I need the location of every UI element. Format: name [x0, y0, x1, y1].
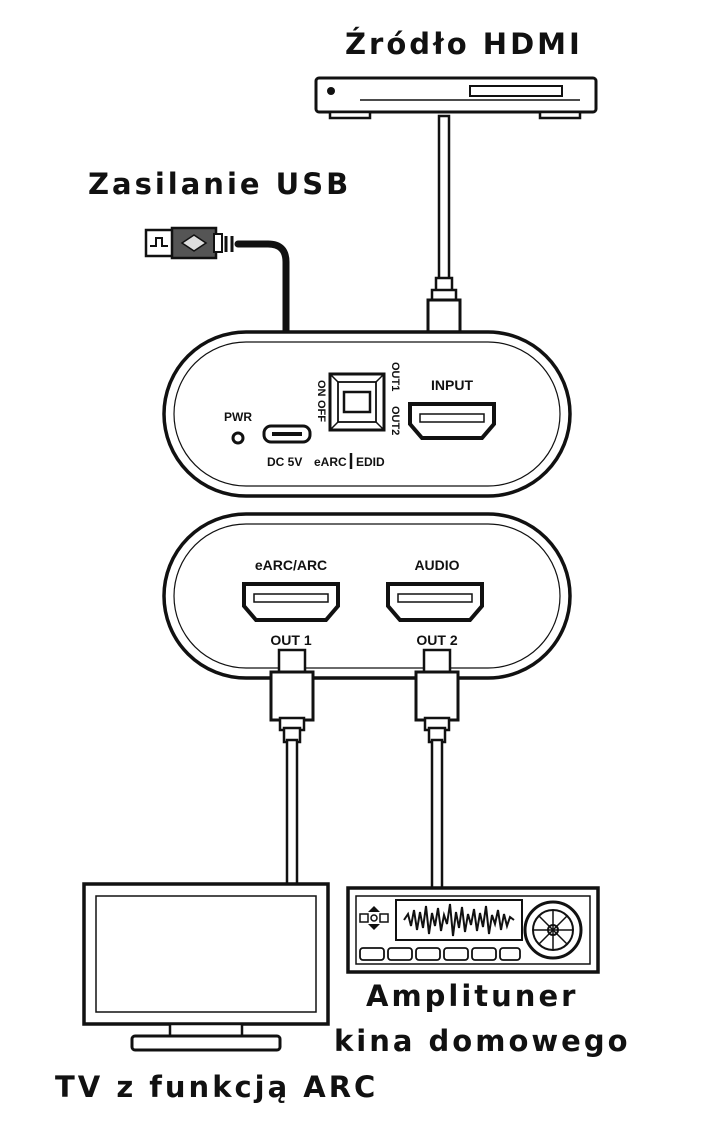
splitter-top-unit: PWR ON OFF OUT1 OUT2 INPUT DC 5V eARC ED… — [162, 330, 572, 498]
splitter-bottom-unit: eARC/ARC AUDIO OUT 1 OUT 2 — [162, 512, 572, 680]
audio-label: AUDIO — [414, 557, 459, 573]
tv-caption: TV z funkcją ARC — [55, 1070, 379, 1104]
amplifier-button-row — [359, 947, 521, 961]
earc-edid-switch — [328, 372, 386, 432]
pwr-label: PWR — [224, 410, 252, 424]
tv-device — [82, 882, 330, 1052]
input-hdmi-port — [408, 402, 496, 440]
hdmi-cable-out1 — [269, 648, 315, 886]
amplifier-caption-line1: Amplituner — [366, 979, 579, 1013]
pwr-led — [231, 431, 245, 445]
amplifier-device — [346, 886, 600, 974]
switch-off-label: OFF — [315, 400, 327, 422]
amplifier-caption-line2: kina domowego — [334, 1024, 631, 1058]
hdmi-cable-out2 — [414, 648, 460, 890]
input-label: INPUT — [431, 377, 473, 393]
earc-label: eARC — [314, 455, 347, 469]
usb-power-caption: Zasilanie USB — [88, 167, 352, 201]
amplifier-nav-pad — [359, 906, 389, 930]
edid-label: EDID — [356, 455, 385, 469]
dc5v-label: DC 5V — [267, 455, 302, 469]
hdmi-source-caption: Źródło HDMI — [345, 27, 583, 61]
out2-label: OUT 2 — [416, 632, 457, 648]
out1-label: OUT 1 — [270, 632, 311, 648]
switch-out2-label: OUT2 — [389, 406, 401, 435]
hdmi-source-device — [314, 76, 598, 120]
switch-on-label: ON — [315, 380, 327, 397]
amplifier-volume-knob — [523, 900, 583, 960]
amplifier-display — [395, 899, 523, 941]
earc-arc-label: eARC/ARC — [255, 557, 327, 573]
switch-out1-label: OUT1 — [389, 362, 401, 391]
